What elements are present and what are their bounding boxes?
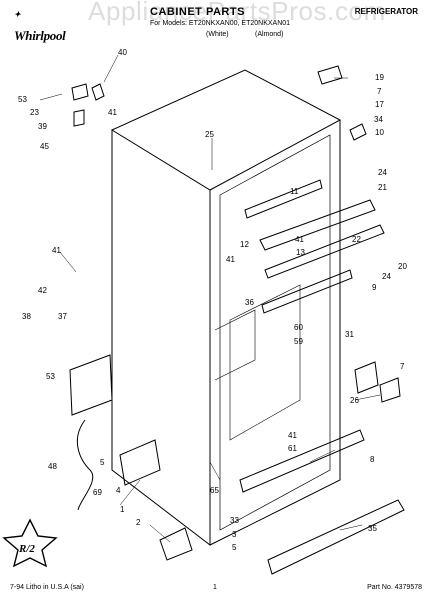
callout-31: 31 (345, 330, 354, 339)
callout-13: 13 (296, 248, 305, 257)
callout-22: 22 (352, 235, 361, 244)
litho-note: 7-94 Litho in U.S.A (sai) (10, 584, 84, 591)
category-label: REFRIGERATOR (354, 7, 418, 16)
model-line: For Models: ET20NKXAN00, ET20NKXAN01 (150, 20, 291, 27)
callout-53: 53 (18, 95, 27, 104)
callout-48: 48 (48, 462, 57, 471)
callout-25: 25 (205, 130, 214, 139)
parts-seal-icon: R/2 (2, 518, 58, 568)
callout-1: 1 (120, 505, 125, 514)
callout-41d: 41 (52, 246, 61, 255)
watermark: AppliancePartsPros.com (88, 0, 386, 26)
callout-23: 23 (30, 108, 39, 117)
callout-39: 39 (38, 122, 47, 131)
callout-45: 45 (40, 142, 49, 151)
callout-9: 9 (372, 283, 377, 292)
callout-3: 3 (232, 530, 237, 539)
color-right: (Almond) (255, 31, 284, 38)
callout-8: 8 (370, 455, 375, 464)
callout-7b: 7 (400, 362, 405, 371)
logo-mark: ✦ (14, 10, 21, 19)
callout-38: 38 (22, 312, 31, 321)
callout-34: 34 (374, 115, 383, 124)
callout-7: 7 (377, 87, 382, 96)
callout-11: 11 (290, 187, 299, 196)
callout-5b: 5 (232, 543, 237, 552)
callout-53b: 53 (46, 372, 55, 381)
callout-69: 69 (93, 488, 102, 497)
callout-2: 2 (136, 518, 141, 527)
callout-61: 61 (288, 444, 297, 453)
callout-5: 5 (100, 458, 105, 467)
callout-20: 20 (398, 262, 407, 271)
callout-41: 41 (108, 108, 117, 117)
page-title: CABINET PARTS (150, 6, 245, 18)
callout-10: 10 (375, 128, 384, 137)
callout-65: 65 (210, 486, 219, 495)
callout-4: 4 (116, 486, 121, 495)
callout-42: 42 (38, 286, 47, 295)
callout-41b: 41 (295, 235, 304, 244)
callout-21: 21 (378, 183, 387, 192)
callout-36: 36 (245, 298, 254, 307)
callout-24b: 24 (382, 272, 391, 281)
part-number: Part No. 4379578 (367, 584, 422, 591)
callout-26: 26 (350, 396, 359, 405)
callout-19: 19 (375, 73, 384, 82)
page-number: 1 (213, 584, 217, 591)
callout-17: 17 (375, 100, 384, 109)
callout-60: 60 (294, 323, 303, 332)
callout-35: 35 (368, 524, 377, 533)
callout-24: 24 (378, 168, 387, 177)
callout-41c: 41 (226, 255, 235, 264)
callout-59: 59 (294, 337, 303, 346)
callout-12: 12 (240, 240, 249, 249)
color-left: (White) (206, 31, 229, 38)
brand-name: Whirlpool (14, 28, 66, 43)
callout-41e: 41 (288, 431, 297, 440)
callout-37: 37 (58, 312, 67, 321)
svg-text:R/2: R/2 (18, 543, 35, 555)
callout-40: 40 (118, 48, 127, 57)
brand-logo: ✦ Whirlpool (8, 4, 68, 43)
callout-33: 33 (230, 516, 239, 525)
